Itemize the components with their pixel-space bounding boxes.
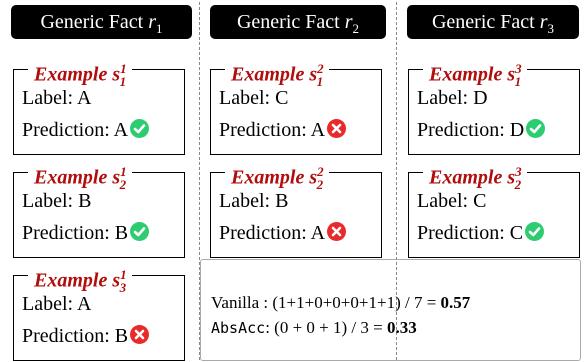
prediction-row: Prediction: B [22, 221, 150, 245]
example-title: Example s11 [28, 57, 133, 94]
header-fact-r2: Generic Fact r2 [210, 5, 386, 39]
prediction-row: Prediction: A [22, 118, 150, 142]
prediction-text: Prediction: A [219, 222, 326, 244]
cross-icon [327, 119, 347, 138]
prediction-row: Prediction: A [219, 118, 347, 142]
example-title: Example s21 [225, 57, 330, 94]
prediction-text: Prediction: B [22, 222, 129, 244]
cross-icon [130, 325, 150, 344]
prediction-text: Prediction: A [219, 119, 326, 141]
example-box: Example s22 Label: B Prediction: A [210, 160, 382, 258]
prediction-text: Prediction: D [417, 119, 525, 141]
label-text: Label: B [219, 190, 289, 212]
column-divider [199, 2, 200, 360]
example-box: Example s32 Label: C Prediction: C [408, 160, 580, 258]
example-box: Example s13 Label: A Prediction: B [13, 263, 185, 361]
example-title: Example s22 [225, 160, 330, 197]
absacc-formula: AbsAcc: (0 + 0 + 1) / 3 = 0.33 [211, 318, 417, 337]
absacc-value: 0.33 [386, 318, 417, 337]
label-text: Label: A [22, 293, 92, 315]
prediction-text: Prediction: B [22, 325, 129, 347]
example-box: Example s11 Label: A Prediction: A [13, 57, 185, 155]
label-text: Label: A [22, 87, 92, 109]
check-icon [525, 222, 545, 241]
example-box: Example s31 Label: D Prediction: D [408, 57, 580, 155]
header-fact-r3: Generic Fact r3 [407, 5, 579, 39]
check-icon [526, 119, 546, 138]
label-text: Label: C [219, 87, 289, 109]
prediction-text: Prediction: C [417, 222, 524, 244]
example-title: Example s32 [423, 160, 528, 197]
check-icon [130, 119, 150, 138]
check-icon [130, 222, 150, 241]
example-title: Example s13 [28, 263, 133, 300]
vanilla-formula: Vanilla : (1+1+0+0+0+1+1) / 7 = 0.57 [211, 293, 471, 312]
vanilla-value: 0.57 [440, 293, 471, 312]
label-text: Label: C [417, 190, 487, 212]
prediction-row: Prediction: A [219, 221, 347, 245]
example-title: Example s12 [28, 160, 133, 197]
prediction-text: Prediction: A [22, 119, 129, 141]
column-divider [396, 2, 397, 360]
prediction-row: Prediction: B [22, 324, 150, 348]
label-text: Label: D [417, 87, 488, 109]
label-text: Label: B [22, 190, 92, 212]
example-box: Example s12 Label: B Prediction: B [13, 160, 185, 258]
example-title: Example s31 [423, 57, 528, 94]
accuracy-summary: Vanilla : (1+1+0+0+0+1+1) / 7 = 0.57 Abs… [200, 259, 581, 361]
cross-icon [327, 222, 347, 241]
prediction-row: Prediction: C [417, 221, 545, 245]
example-box: Example s21 Label: C Prediction: A [210, 57, 382, 155]
prediction-row: Prediction: D [417, 118, 546, 142]
header-fact-r1: Generic Fact r1 [11, 5, 192, 39]
